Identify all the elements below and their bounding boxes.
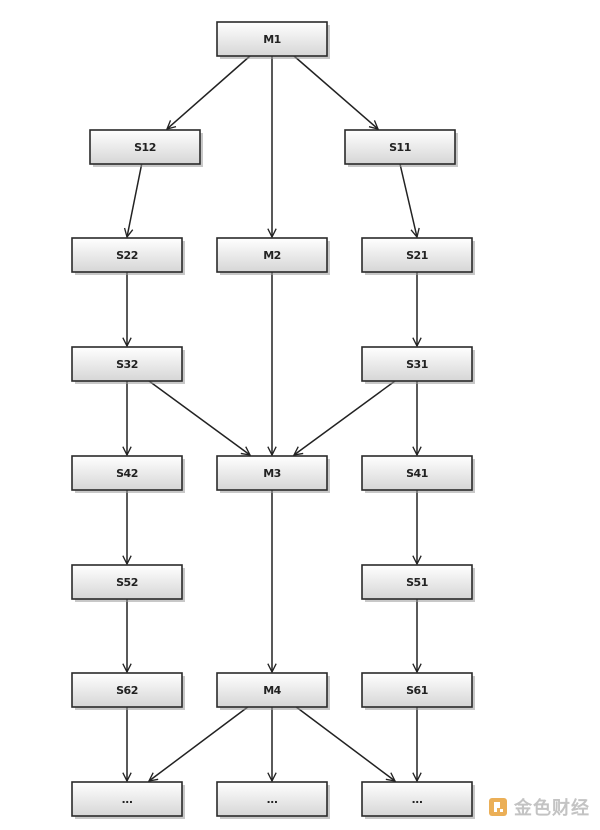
edge-m1-to-s11 xyxy=(293,55,378,129)
node-label: S42 xyxy=(116,467,138,480)
edge-m1-to-s12 xyxy=(167,55,251,129)
edge-m4-to-e1 xyxy=(149,706,249,781)
node-s61: S61 xyxy=(361,672,475,710)
node-label: ... xyxy=(121,793,132,806)
node-label: S61 xyxy=(406,684,428,697)
node-label: S31 xyxy=(406,358,428,371)
node-s42: S42 xyxy=(71,455,185,493)
node-label: M3 xyxy=(263,467,281,480)
node-label: S51 xyxy=(406,576,428,589)
node-m1: M1 xyxy=(216,21,330,59)
node-s41: S41 xyxy=(361,455,475,493)
node-label: M1 xyxy=(263,33,281,46)
node-s21: S21 xyxy=(361,237,475,275)
edges xyxy=(127,55,417,781)
node-s11: S11 xyxy=(344,129,458,167)
edge-s11-to-s21 xyxy=(399,163,417,237)
edge-s31-to-m3 xyxy=(294,380,396,455)
node-label: S52 xyxy=(116,576,138,589)
node-label: S12 xyxy=(134,141,156,154)
node-label: S22 xyxy=(116,249,138,262)
node-m4: M4 xyxy=(216,672,330,710)
node-label: S62 xyxy=(116,684,138,697)
node-label: M4 xyxy=(263,684,281,697)
node-s52: S52 xyxy=(71,564,185,602)
edge-s12-to-s22 xyxy=(127,163,143,237)
node-s62: S62 xyxy=(71,672,185,710)
edge-m4-to-e3 xyxy=(295,706,395,781)
node-label: S11 xyxy=(389,141,411,154)
node-e3: ... xyxy=(361,781,475,819)
watermark-text: 金色财经 xyxy=(514,798,590,819)
node-label: S32 xyxy=(116,358,138,371)
node-s32: S32 xyxy=(71,346,185,384)
node-s51: S51 xyxy=(361,564,475,602)
edge-s32-to-m3 xyxy=(148,380,250,455)
jinse-logo-icon xyxy=(489,798,507,816)
node-label: ... xyxy=(266,793,277,806)
node-e2: ... xyxy=(216,781,330,819)
node-e1: ... xyxy=(71,781,185,819)
node-m3: M3 xyxy=(216,455,330,493)
node-label: M2 xyxy=(263,249,281,262)
node-s31: S31 xyxy=(361,346,475,384)
node-s22: S22 xyxy=(71,237,185,275)
node-m2: M2 xyxy=(216,237,330,275)
watermark: 金色财经 xyxy=(488,794,590,820)
node-label: S21 xyxy=(406,249,428,262)
node-s12: S12 xyxy=(89,129,203,167)
node-label: ... xyxy=(411,793,422,806)
node-label: S41 xyxy=(406,467,428,480)
